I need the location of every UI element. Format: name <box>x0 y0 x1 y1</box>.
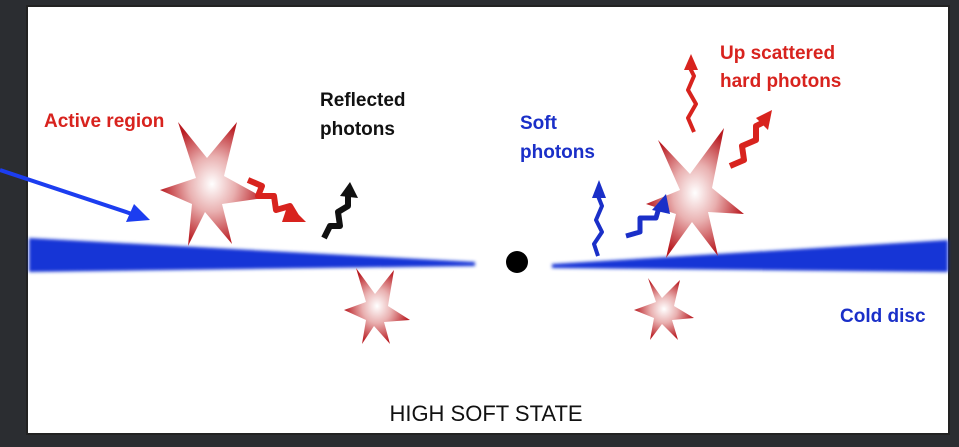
flare-icon-lower-left <box>344 268 410 344</box>
flare-icon-upper-left <box>160 122 264 246</box>
reflected-photon-wavy-arrow <box>321 192 351 240</box>
red-photon-arrowhead-left <box>282 204 306 222</box>
cold-disc-left <box>29 238 475 272</box>
label-soft-line1: Soft <box>520 113 558 134</box>
soft-photon-arrowhead-2 <box>652 194 670 214</box>
soft-photon-arrowhead-1 <box>592 180 606 198</box>
cold-disc-right <box>552 240 948 272</box>
hard-photon-arrowhead-2 <box>756 110 772 130</box>
hard-photon-wavy-arrow-2 <box>728 119 766 169</box>
flare-icon-upper-right <box>646 128 744 258</box>
hard-photon-arrowhead-1 <box>684 54 698 70</box>
label-cold-disc: Cold disc <box>840 306 926 327</box>
soft-photon-wavy-arrow-2 <box>625 203 663 239</box>
label-soft-line2: photons <box>520 142 595 163</box>
label-reflected-line1: Reflected <box>320 90 406 111</box>
reflected-photon-arrowhead <box>340 182 358 198</box>
label-upscattered-line2: hard photons <box>720 71 841 92</box>
label-reflected-line2: photons <box>320 119 395 140</box>
hard-photon-wavy-arrow-1 <box>686 67 698 133</box>
pointer-arrow-head <box>126 204 150 222</box>
diagram-title: HIGH SOFT STATE <box>389 401 582 426</box>
label-upscattered-line1: Up scattered <box>720 43 835 64</box>
black-hole-dot <box>506 251 528 273</box>
soft-photon-wavy-arrow-1 <box>592 195 604 257</box>
diagram-panel <box>26 5 950 435</box>
flare-icon-lower-right <box>634 278 694 340</box>
pointer-arrow-line <box>0 168 139 218</box>
label-active-region: Active region <box>44 111 164 132</box>
